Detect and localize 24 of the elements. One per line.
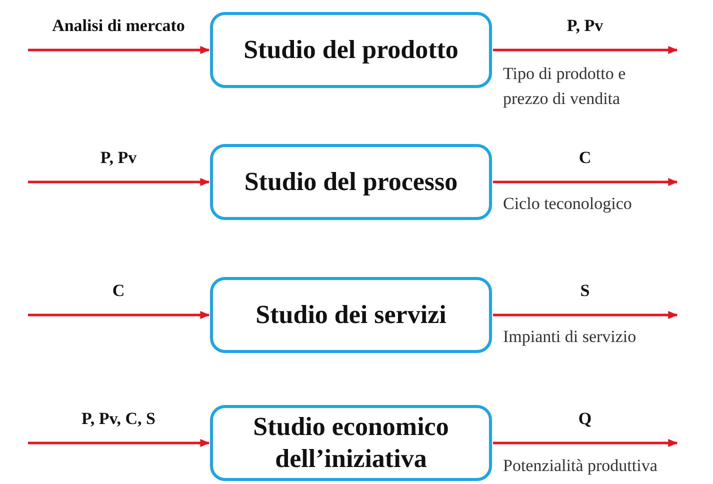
arrow	[493, 311, 678, 319]
edge-label: P, Pv	[98, 149, 139, 168]
arrow	[28, 311, 210, 319]
arrow	[493, 178, 678, 186]
arrow	[28, 46, 210, 54]
edge-label: P, Pv	[564, 17, 606, 36]
arrow	[28, 439, 210, 447]
edge-label: Q	[576, 410, 594, 429]
process-box	[210, 277, 492, 353]
process-box	[210, 144, 492, 220]
output-description: Impianti di servizio	[503, 326, 638, 348]
box-title: Studio economico dell’iniziativa	[252, 410, 450, 475]
output-description: Potenzialità produttiva	[503, 455, 658, 477]
box-title: Studio del processo	[244, 166, 458, 198]
box-title: Studio dei servizi	[256, 298, 446, 331]
edge-label: P, Pv, C, S	[80, 410, 158, 429]
output-description: Ciclo teconologico	[503, 193, 633, 215]
process-box	[210, 12, 492, 88]
output-description: Tipo di prodotto e prezzo di vendita	[503, 63, 627, 110]
arrow	[28, 178, 210, 186]
arrow	[493, 46, 678, 54]
box-title: Studio del prodotto	[244, 34, 458, 66]
process-box	[210, 405, 492, 481]
arrow	[493, 439, 678, 447]
